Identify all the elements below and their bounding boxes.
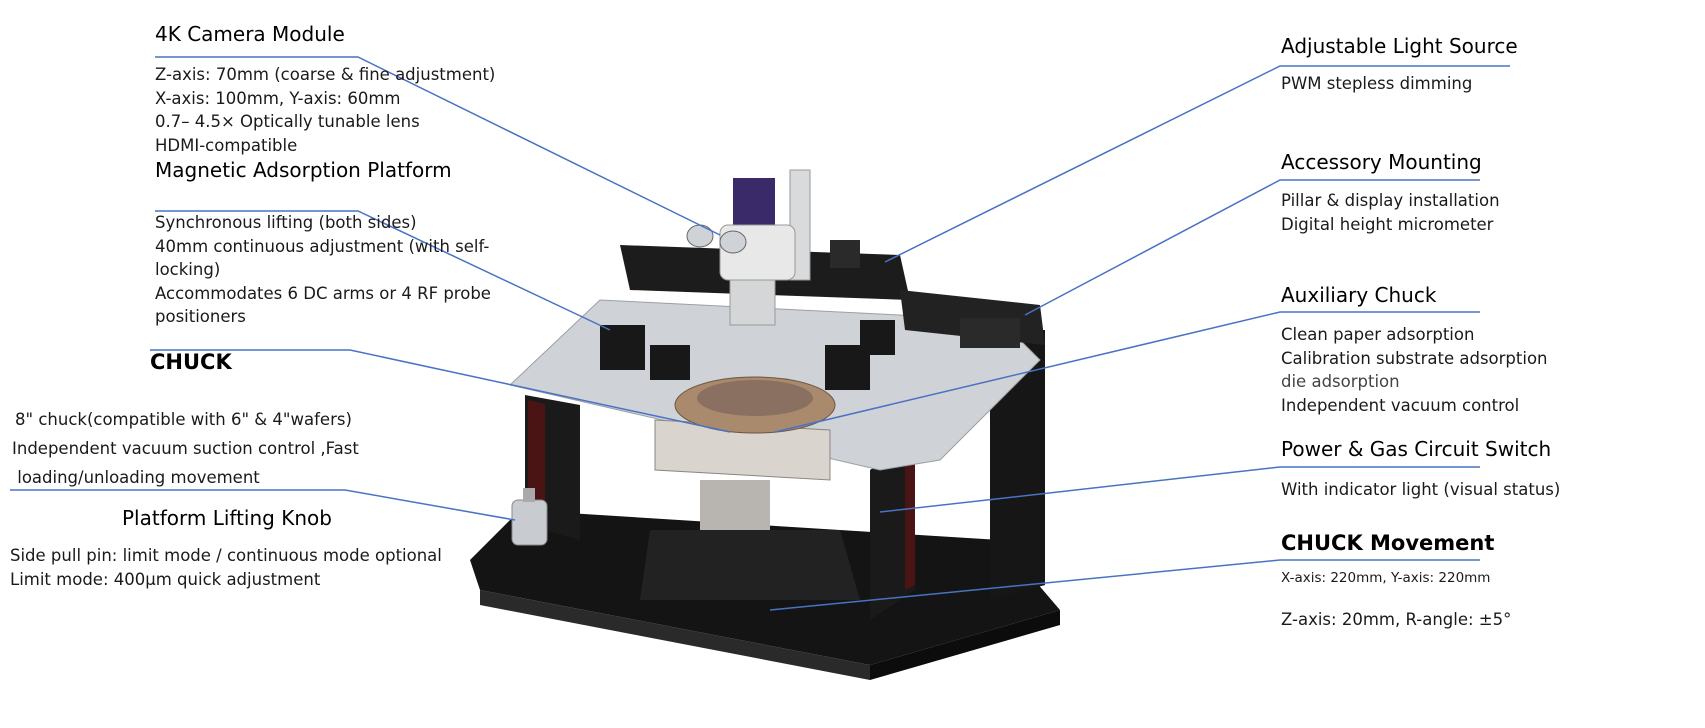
light-source bbox=[830, 240, 860, 268]
spec-line: Pillar & display installation bbox=[1281, 191, 1500, 210]
base-front-edge bbox=[480, 590, 870, 680]
aux-title: Auxiliary Chuck bbox=[1281, 283, 1437, 307]
leader-camera bbox=[155, 56, 721, 236]
leader-aux bbox=[774, 311, 1480, 433]
leader-power bbox=[879, 466, 1480, 513]
probe-positioner-left-2 bbox=[650, 345, 690, 380]
spec-line: PWM stepless dimming bbox=[1281, 74, 1473, 93]
spec-line: Synchronous lifting (both sides) bbox=[155, 213, 417, 232]
x-y-stage-base bbox=[640, 530, 860, 600]
chuck-title: CHUCK bbox=[150, 350, 232, 374]
camera-specs: Z-axis: 70mm (coarse & fine adjustment) … bbox=[155, 63, 495, 157]
spec-line: Limit mode: 400μm quick adjustment bbox=[10, 569, 321, 589]
spec-line: die adsorption bbox=[1281, 372, 1400, 391]
spec-line: Digital height micrometer bbox=[1281, 214, 1494, 234]
spec-line: With indicator light (visual status) bbox=[1281, 480, 1561, 499]
accessory-specs: Pillar & display installation Digital he… bbox=[1281, 189, 1500, 236]
spec-line: X-axis: 100mm, Y-axis: 60mm bbox=[155, 88, 401, 108]
probe-positioner-right-2 bbox=[860, 320, 895, 355]
spec-line: 0.7– 4.5× Optically tunable lens bbox=[155, 112, 420, 131]
leader-movement bbox=[769, 559, 1480, 611]
light-specs: PWM stepless dimming bbox=[1281, 72, 1472, 96]
leader-light bbox=[884, 65, 1510, 263]
knob-specs: Side pull pin: limit mode / continuous m… bbox=[10, 544, 442, 591]
right-side-trim bbox=[905, 444, 915, 590]
knob-title: Platform Lifting Knob bbox=[122, 506, 332, 530]
power-title: Power & Gas Circuit Switch bbox=[1281, 437, 1552, 461]
spec-line: Accommodates 6 DC arms or 4 RF probe bbox=[155, 283, 491, 303]
right-side-panel bbox=[870, 440, 915, 620]
leader-chuck bbox=[150, 349, 731, 433]
spec-line: Calibration substrate adsorption bbox=[1281, 348, 1548, 368]
eyepiece-left bbox=[686, 224, 714, 248]
spec-line: 8" chuck(compatible with 6" & 4"wafers) bbox=[15, 410, 352, 429]
leader-accessory bbox=[1024, 179, 1480, 316]
knob-pin bbox=[523, 488, 535, 502]
movement-spec-z: Z-axis: 20mm, R-angle: ±5° bbox=[1281, 610, 1512, 629]
movement-spec-xy: X-axis: 220mm, Y-axis: 220mm bbox=[1281, 570, 1491, 586]
camera-title: 4K Camera Module bbox=[155, 22, 345, 46]
movement-title: CHUCK Movement bbox=[1281, 531, 1495, 555]
base-right-edge bbox=[870, 610, 1060, 680]
aux-specs: Clean paper adsorption Calibration subst… bbox=[1281, 323, 1548, 417]
spec-line: loading/unloading movement bbox=[12, 468, 260, 487]
leader-magnetic bbox=[155, 210, 611, 331]
eyepiece-right bbox=[719, 230, 747, 254]
spec-line: Clean paper adsorption bbox=[1281, 325, 1475, 344]
spec-line: Independent vacuum control bbox=[1281, 395, 1520, 415]
camera-body bbox=[733, 178, 775, 226]
spec-line: Independent vacuum suction control ,Fast bbox=[12, 439, 359, 458]
lifting-knob bbox=[511, 499, 548, 546]
chuck-top bbox=[697, 380, 813, 416]
spec-line: 40mm continuous adjustment (with self- bbox=[155, 236, 490, 256]
objective-lens bbox=[729, 279, 776, 326]
spec-line: locking) bbox=[155, 260, 221, 279]
probe-positioner-left bbox=[600, 325, 645, 370]
spec-line: Side pull pin: limit mode / continuous m… bbox=[10, 546, 442, 565]
spec-line: Z-axis: 70mm (coarse & fine adjustment) bbox=[155, 65, 496, 84]
spec-line: HDMI-compatible bbox=[155, 135, 298, 155]
power-specs: With indicator light (visual status) bbox=[1281, 478, 1560, 502]
rear-right-column bbox=[990, 330, 1045, 600]
light-title: Adjustable Light Source bbox=[1281, 34, 1518, 58]
magnetic-specs: Synchronous lifting (both sides) 40mm co… bbox=[155, 203, 491, 329]
leader-knob bbox=[10, 489, 516, 521]
accessory-title: Accessory Mounting bbox=[1281, 150, 1482, 174]
spec-line: positioners bbox=[155, 307, 246, 326]
magnetic-title: Magnetic Adsorption Platform bbox=[155, 158, 452, 182]
chuck-specs: 8" chuck(compatible with 6" & 4"wafers) … bbox=[12, 405, 359, 492]
accessory-clamp bbox=[960, 318, 1020, 348]
